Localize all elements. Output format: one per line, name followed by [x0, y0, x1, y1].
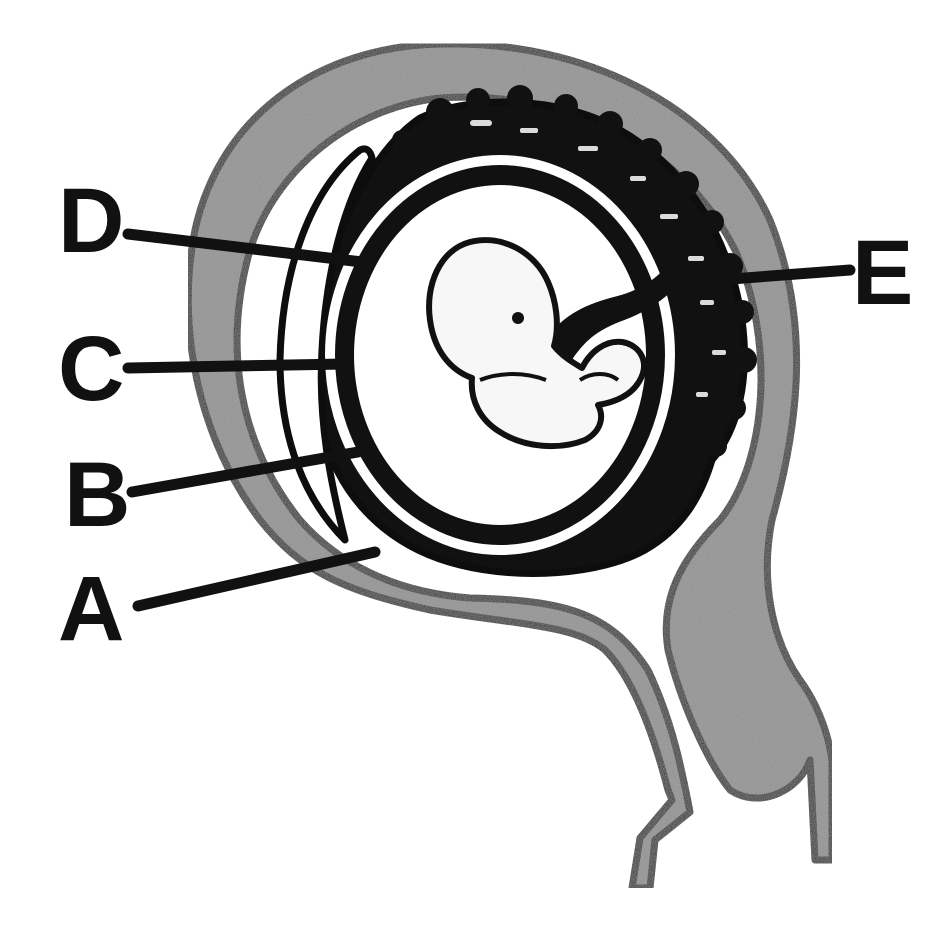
label-b: B: [64, 444, 130, 546]
umbilical-cord: [545, 266, 675, 366]
label-e: E: [852, 222, 913, 324]
chorion-ring: [325, 155, 675, 555]
embryo: [426, 237, 647, 450]
leader-b: [126, 446, 364, 498]
embryo-eye: [512, 312, 524, 324]
leader-c: [122, 358, 351, 374]
embryo-arm: [578, 372, 620, 382]
embryo-limb-bud: [479, 372, 547, 382]
uterine-cavity-crescent: [276, 145, 376, 544]
leader-e: [712, 264, 856, 286]
label-c: C: [58, 318, 124, 420]
uterine-wall: [184, 40, 836, 892]
placental-villi: [392, 85, 757, 457]
leader-d: [122, 228, 368, 268]
placenta-speckles: [470, 120, 726, 397]
amnion-ring: [343, 174, 657, 536]
leader-a: [132, 546, 381, 612]
label-d: D: [58, 170, 124, 272]
label-a: A: [58, 558, 124, 660]
